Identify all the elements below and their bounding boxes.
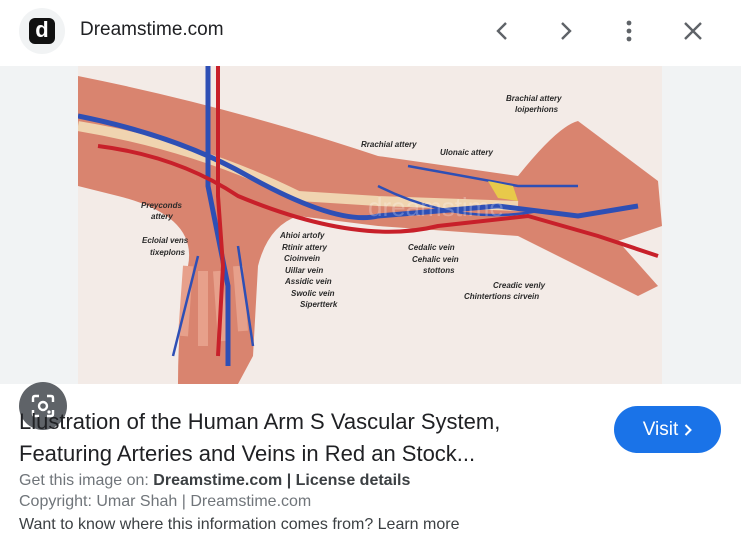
label-stottons: stottons (423, 266, 455, 275)
label-cehalic-vein: Cehalic vein (412, 255, 459, 264)
chevron-right-icon (685, 423, 693, 436)
label-ecloial-vens: Ecloial vens (142, 236, 189, 245)
label-ahioi-artofy: Ahioi artofy (280, 231, 325, 240)
image-preview[interactable]: dreamstime Brachial attery loiperhions R… (0, 66, 741, 430)
copyright-text: Copyright: Umar Shah | Dreamstime.com (19, 493, 312, 510)
close-button[interactable] (676, 14, 710, 48)
more-options-button[interactable] (612, 14, 646, 48)
label-assidic-vein: Assidic vein (285, 277, 332, 286)
site-logo[interactable]: d (19, 8, 65, 54)
label-rrachial-attery: Rrachial attery (361, 140, 417, 149)
label-sipertterk: Sipertterk (300, 300, 338, 309)
label-brachial-attery: Brachial attery (506, 94, 562, 103)
label-ulonaic-attery: Ulonaic attery (440, 148, 493, 157)
label-swolic-vein: Swolic vein (291, 289, 335, 298)
arm-vascular-illustration: dreamstime Brachial attery loiperhions R… (78, 66, 662, 384)
close-icon (684, 22, 702, 40)
label-creadic-venly: Creadic venly (493, 281, 546, 290)
label-rtinir-attery: Rtinir attery (282, 243, 327, 252)
google-lens-button[interactable] (19, 382, 67, 430)
svg-text:dreamstime: dreamstime (368, 192, 504, 222)
next-button[interactable] (549, 14, 583, 48)
label-cioinvein: Cioinvein (284, 254, 321, 263)
chevron-left-icon (496, 22, 507, 40)
chevron-right-icon (561, 22, 572, 40)
previous-button[interactable] (485, 14, 519, 48)
info-source-line[interactable]: Want to know where this information come… (19, 516, 460, 533)
lens-icon (31, 394, 55, 418)
source-link[interactable]: Dreamstime.com (153, 472, 283, 489)
source-line: Get this image on: Dreamstime.com | Lice… (19, 472, 411, 489)
label-cedalic-vein: Cedalic vein (408, 243, 455, 252)
label-uillar-vein: Uillar vein (285, 266, 324, 275)
preview-header: d Dreamstime.com (0, 0, 741, 66)
label-preyconds: Preyconds (141, 201, 182, 210)
result-title[interactable]: Llustration of the Human Arm S Vascular … (19, 409, 501, 466)
more-vert-icon (626, 20, 632, 42)
site-name[interactable]: Dreamstime.com (80, 19, 224, 40)
license-details-link[interactable]: License details (295, 472, 411, 489)
label-tixeplons: tixeplons (150, 248, 186, 257)
label-chintertions-cirvein: Chintertions cirvein (464, 292, 540, 301)
visit-button[interactable]: Visit (614, 406, 721, 453)
label-loiperhions: loiperhions (515, 105, 559, 114)
label-attery: attery (151, 212, 173, 221)
arm-drawing: dreamstime (78, 66, 662, 384)
